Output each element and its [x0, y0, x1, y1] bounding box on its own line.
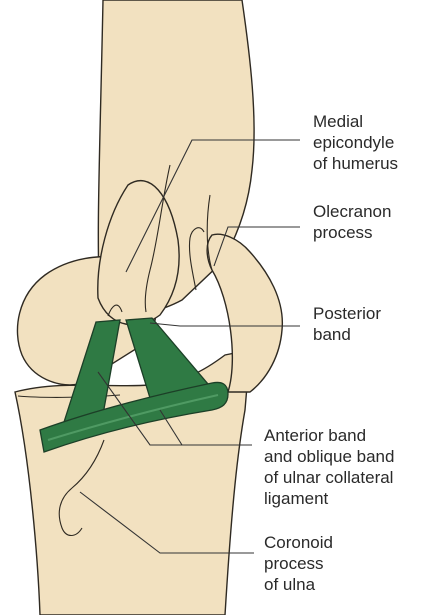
label-line: of humerus: [313, 154, 398, 173]
label-line: of ulna: [264, 575, 316, 594]
label-line: epicondyle: [313, 133, 394, 152]
label-line: of ulnar collateral: [264, 468, 393, 487]
label-line: band: [313, 325, 351, 344]
label-line: and oblique band: [264, 447, 394, 466]
label-medial-epicondyle: Medial epicondyle of humerus: [313, 112, 398, 173]
label-line: ligament: [264, 489, 329, 508]
label-line: Posterior: [313, 304, 381, 323]
label-line: Coronoid: [264, 533, 333, 552]
label-posterior-band: Posterior band: [313, 304, 381, 344]
label-line: Anterior band: [264, 426, 366, 445]
label-line: process: [264, 554, 324, 573]
label-olecranon-process: Olecranon process: [313, 202, 391, 242]
label-coronoid-process: Coronoid process of ulna: [264, 533, 333, 594]
label-line: process: [313, 223, 373, 242]
label-line: Olecranon: [313, 202, 391, 221]
label-anterior-oblique-band: Anterior band and oblique band of ulnar …: [264, 426, 394, 508]
label-line: Medial: [313, 112, 363, 131]
